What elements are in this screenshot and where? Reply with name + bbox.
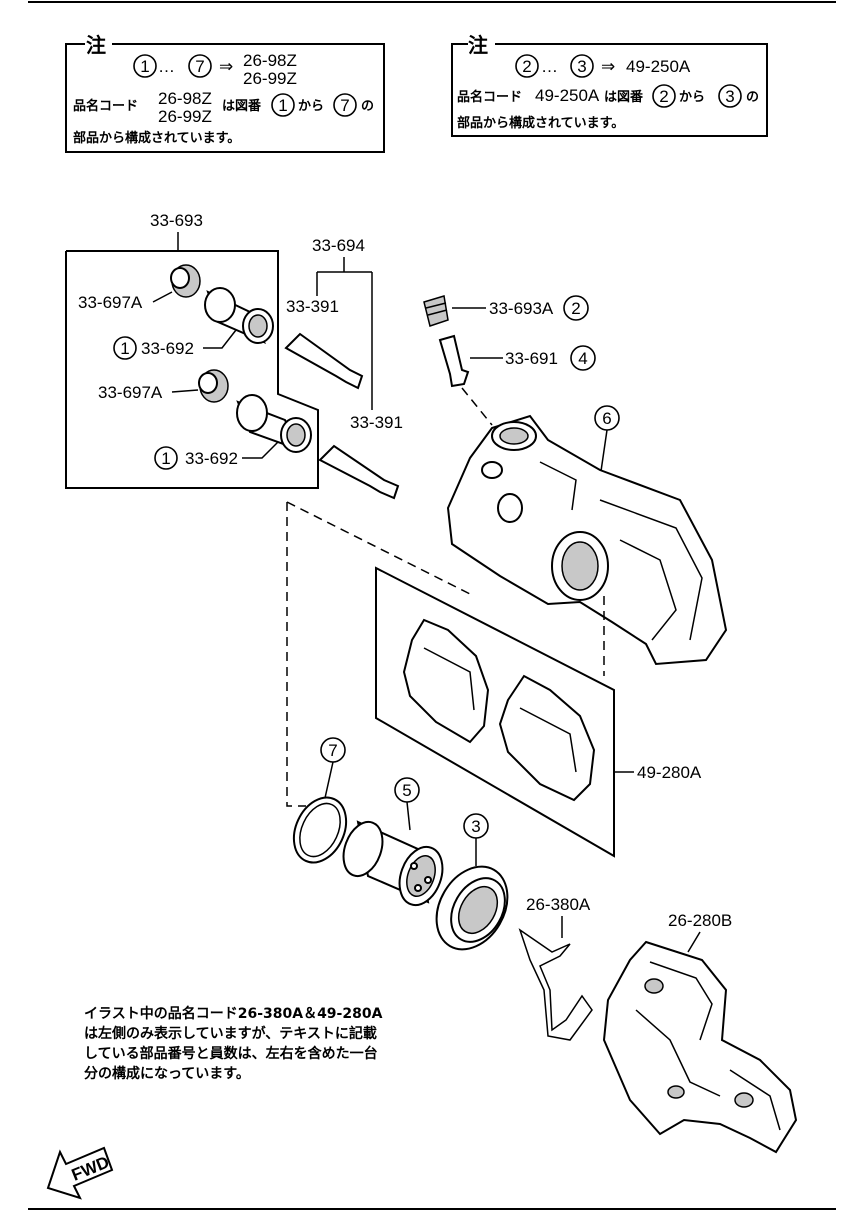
mounting-support	[602, 940, 798, 1154]
note-left-code-b2: 26-99Z	[158, 107, 212, 126]
callout-4	[570, 345, 596, 371]
callout-5-text: 5	[402, 781, 411, 800]
label-26-280B: 26-280B	[668, 911, 732, 930]
caliper-body	[446, 414, 728, 666]
bushing-33-697A-upper	[152, 264, 201, 303]
label-33-391-lower: 33-391	[350, 413, 403, 432]
note-right-to: 3	[577, 57, 586, 76]
bushing-33-697A-lower	[171, 369, 229, 403]
bleeder-cap-33-693A	[423, 295, 486, 327]
note-right-arrow: ⇒	[601, 57, 615, 76]
callout-1-upper	[113, 336, 137, 360]
anti-rattle-spring	[518, 928, 593, 1041]
dust-boot	[435, 865, 509, 951]
callout-1-lower	[154, 446, 178, 470]
label-33-692-lower: 33-692	[185, 449, 238, 468]
label-33-697A-lower: 33-697A	[98, 383, 163, 402]
note-right-title: 注	[468, 33, 488, 57]
callout-1-upper-text: 1	[120, 339, 129, 358]
bleeder-screw-33-691	[438, 334, 503, 426]
footnote-line4: 分の構成になっています。	[84, 1065, 250, 1082]
note-right-from: 2	[522, 57, 531, 76]
note-left-to: 7	[195, 57, 204, 76]
label-33-391-upper: 33-391	[286, 297, 339, 316]
note-left-code-b: 26-99Z	[243, 69, 297, 88]
footnote-line3: している部品番号と員数は、左右を含めた一台	[84, 1045, 378, 1062]
note-left-kara: から	[298, 99, 324, 114]
note-right-to2: 3	[725, 87, 734, 106]
callout-6-text: 6	[602, 409, 611, 428]
label-33-691: 33-691	[505, 349, 558, 368]
note-left-from2: 1	[278, 96, 287, 115]
note-right-prefix: 品名コード	[457, 89, 522, 105]
footnote-line1: イラスト中の品名コード26-380A＆49-280A	[84, 1005, 383, 1022]
note-left-to2: 7	[340, 96, 349, 115]
note-right-kara: から	[679, 90, 705, 105]
dashed-guide-left	[286, 502, 306, 807]
sleeve-33-692-lower	[236, 394, 312, 459]
callout-4-text: 4	[578, 349, 587, 368]
note-right-mid: は図番	[604, 89, 644, 105]
note-left-arrow: ⇒	[219, 57, 233, 76]
note-left-title: 注	[86, 33, 106, 57]
note-right-line3: 部品から構成されています。	[457, 115, 624, 131]
note-left-code-a: 26-98Z	[243, 51, 297, 70]
piston-seal	[292, 796, 348, 864]
note-right-ellipsis: …	[541, 57, 558, 76]
note-box-left: 注 1 … 7 ⇒ 26-98Z 26-99Z 品名コード 26-98Z 26-…	[65, 33, 385, 153]
label-49-280A: 49-280A	[637, 763, 702, 782]
note-left-from: 1	[140, 57, 149, 76]
note-left-ellipsis: …	[158, 57, 175, 76]
callout-3-text: 3	[471, 817, 480, 836]
label-33-692-upper: 33-692	[141, 339, 194, 358]
note-right-code2: 49-250A	[535, 86, 600, 105]
sleeve-33-692-upper	[203, 287, 274, 349]
note-left-mid: は図番	[222, 98, 262, 114]
note-left-line3: 部品から構成されています。	[73, 130, 240, 146]
note-left-code-a2: 26-98Z	[158, 89, 212, 108]
piston	[342, 820, 444, 907]
callout-1-lower-text: 1	[161, 449, 170, 468]
callout-2-text: 2	[571, 299, 580, 318]
note-left-no: の	[361, 99, 374, 114]
note-right-code: 49-250A	[626, 57, 691, 76]
callout-7-text: 7	[328, 741, 337, 760]
kit-box-33-693: 33-693	[65, 211, 319, 489]
note-left-prefix: 品名コード	[73, 98, 138, 114]
label-33-693A: 33-693A	[489, 299, 554, 318]
note-right-no: の	[746, 90, 759, 105]
note-right-from2: 2	[659, 87, 668, 106]
note-box-right: 注 2 … 3 ⇒ 49-250A 品名コード 49-250A は図番 2 から…	[451, 33, 768, 137]
label-26-380A: 26-380A	[526, 895, 591, 914]
dashed-guide-diagonal	[286, 501, 471, 595]
footnote-line2: は左側のみ表示していますが、テキストに記載	[84, 1025, 377, 1042]
pad-set-49-280A	[375, 566, 634, 858]
label-33-694: 33-694	[312, 236, 365, 255]
callout-2	[563, 295, 589, 321]
guide-pin-set-33-694: 33-694	[284, 236, 400, 500]
fwd-arrow-icon: FWD	[46, 1146, 114, 1200]
label-33-697A-upper: 33-697A	[78, 293, 143, 312]
label-33-693: 33-693	[150, 211, 203, 230]
